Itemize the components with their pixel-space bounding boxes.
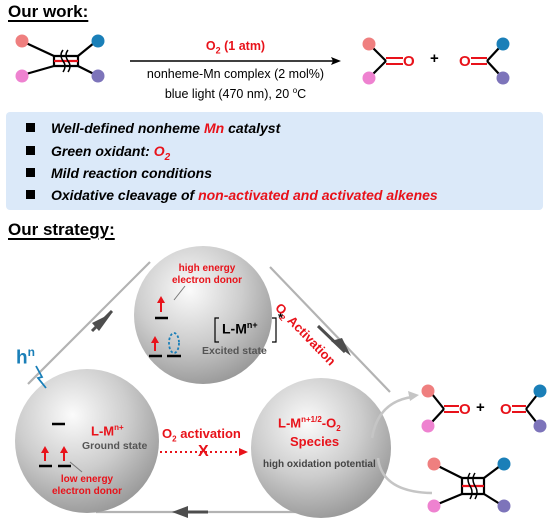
our-strategy-heading: Our strategy: <box>8 220 115 239</box>
cycle-alkene-substrate <box>427 457 511 513</box>
excited-state-label: Excited state <box>202 345 267 357</box>
cycle-plus-sign: + <box>476 399 485 416</box>
svg-text:O: O <box>459 401 471 418</box>
ground-state-sphere <box>15 369 159 513</box>
reaction-scheme: O O <box>15 34 510 85</box>
feature-item-conditions: Mild reaction conditions <box>26 165 212 181</box>
svg-text:O: O <box>459 53 471 70</box>
product-release-arrow <box>370 395 413 439</box>
ketone-product-1: O <box>362 37 415 85</box>
high-oxidation-potential-label: high oxidation potential <box>263 459 376 470</box>
o2-species-label: Species <box>290 434 340 449</box>
plus-sign: + <box>430 50 439 67</box>
alkene-reactant <box>15 34 105 83</box>
excited-species-label: L-Mn+ <box>222 320 258 337</box>
cycle-ketone-product-2: O <box>500 384 547 433</box>
feature-item-catalyst: Well-defined nonheme Mn catalyst <box>26 120 280 136</box>
cycle-lines <box>27 261 391 514</box>
hv-label: hn <box>16 345 35 369</box>
ground-energy-levels <box>39 422 83 473</box>
ground-species-label: L-Mn+ <box>91 423 124 439</box>
excited-star: * <box>278 310 284 325</box>
features-box <box>6 112 543 210</box>
blocked-cross-icon: X <box>198 443 209 460</box>
excited-energy-levels <box>149 285 186 358</box>
o2-species-sphere <box>251 378 391 518</box>
excited-state-sphere <box>134 246 272 384</box>
feature-item-oxidant: Green oxidant: O2 <box>26 143 170 163</box>
our-work-heading: Our work: <box>8 2 89 21</box>
o2-condition: O2 (1 atm) <box>205 39 266 56</box>
light-condition: blue light (470 nm), 20 oC <box>164 86 307 102</box>
ground-state-label: Ground state <box>82 440 148 452</box>
cycle-ketone-product-1: O <box>421 384 471 433</box>
svg-text:O: O <box>500 401 512 418</box>
light-bolt-icon <box>35 365 47 389</box>
catalyst-condition: nonheme-Mn complex (2 mol%) <box>146 67 325 81</box>
svg-text:O: O <box>403 53 415 70</box>
substrate-entry-arrow <box>376 457 433 495</box>
feature-item-cleavage: Oxidative cleavage of non-activated and … <box>26 187 438 203</box>
o2-activation-horizontal-label: O2 activation <box>162 426 241 444</box>
ketone-product-2: O <box>459 37 510 85</box>
o2-species-formula: L-Mn+1/2-O2 <box>278 415 341 433</box>
